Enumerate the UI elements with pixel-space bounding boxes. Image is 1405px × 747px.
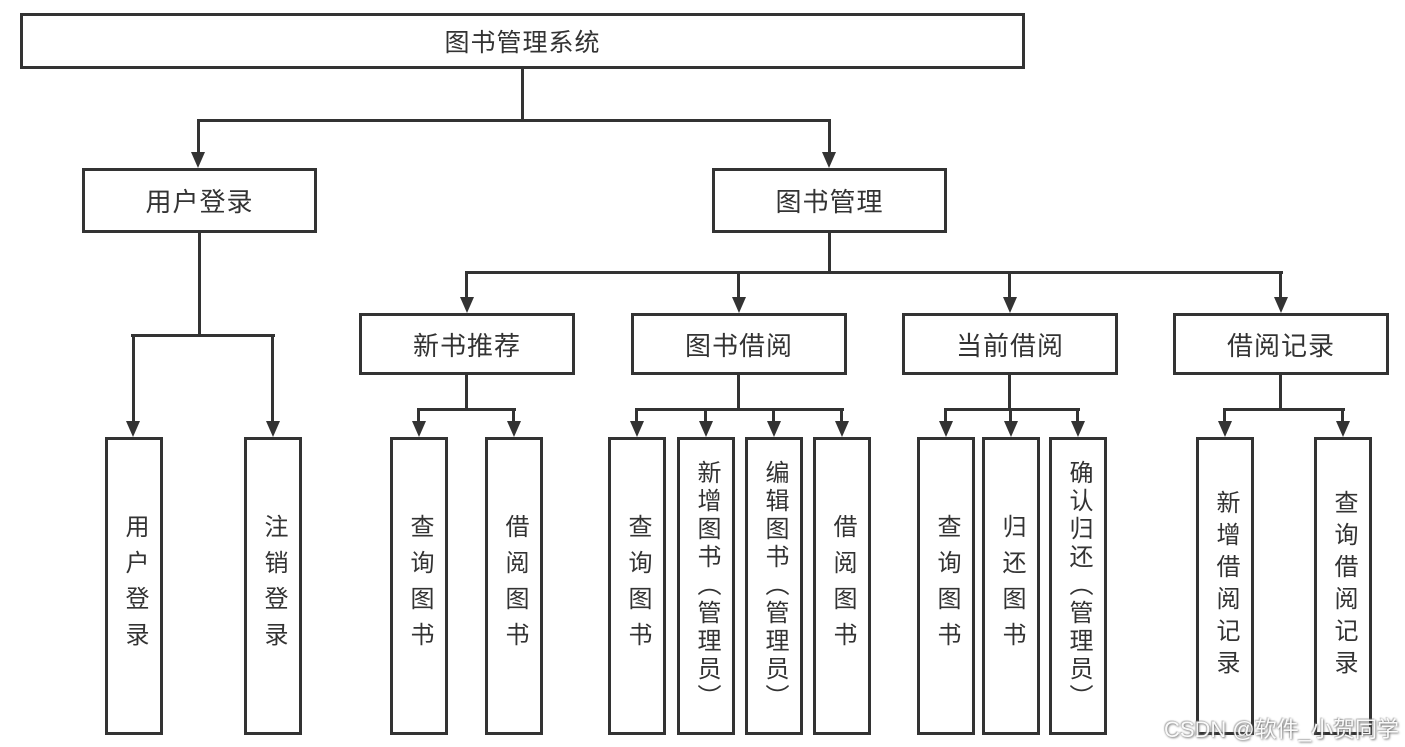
node-current-borrowing: 当前借阅 — [902, 313, 1118, 375]
arrowhead-down-icon — [1003, 297, 1017, 313]
connector-line — [132, 334, 135, 422]
connector-line — [271, 334, 274, 422]
connector-line — [512, 408, 515, 422]
node-label: 图书管理 — [775, 187, 884, 217]
connector-line — [417, 408, 516, 411]
arrowhead-down-icon — [126, 421, 140, 437]
arrowhead-down-icon — [1336, 421, 1350, 437]
node-label: 确认归还（管理员） — [1065, 460, 1092, 712]
connector-line — [1279, 375, 1282, 410]
node-book-borrowing: 图书借阅 — [631, 313, 847, 375]
leaf-add-borrow-record: 新增借阅记录 — [1196, 437, 1254, 735]
node-label: 编辑图书（管理员） — [761, 460, 788, 712]
leaf-query-books-borrowing: 查询图书 — [608, 437, 666, 735]
connector-line — [1076, 408, 1079, 422]
connector-line — [521, 69, 524, 121]
node-label: 注销登录 — [260, 514, 287, 658]
connector-line — [828, 233, 831, 273]
arrowhead-down-icon — [460, 297, 474, 313]
arrowhead-down-icon — [507, 421, 521, 437]
connector-line — [1009, 408, 1012, 422]
node-label: 查询借阅记录 — [1330, 490, 1357, 682]
arrowhead-down-icon — [835, 421, 849, 437]
node-label: 图书管理系统 — [444, 29, 601, 57]
connector-line — [737, 271, 740, 299]
node-user-login: 用户登录 — [82, 168, 317, 233]
connector-line — [1341, 408, 1344, 422]
arrowhead-down-icon — [767, 421, 781, 437]
connector-line — [944, 408, 1080, 411]
node-label: 新增借阅记录 — [1212, 490, 1239, 682]
arrowhead-down-icon — [1071, 421, 1085, 437]
arrowhead-down-icon — [699, 421, 713, 437]
connector-line — [465, 271, 468, 299]
connector-line — [704, 408, 707, 422]
node-label: 借阅记录 — [1226, 330, 1335, 361]
connector-line — [828, 119, 831, 153]
node-label: 用户登录 — [145, 187, 254, 217]
arrowhead-down-icon — [412, 421, 426, 437]
node-label: 借阅图书 — [501, 514, 528, 658]
node-label: 新增图书（管理员） — [693, 460, 720, 712]
connector-line — [1008, 375, 1011, 410]
leaf-user-login: 用户登录 — [105, 437, 163, 735]
leaf-query-borrow-record: 查询借阅记录 — [1314, 437, 1372, 735]
node-label: 图书借阅 — [684, 330, 793, 361]
leaf-confirm-return-admin: 确认归还（管理员） — [1049, 437, 1107, 735]
connector-line — [465, 271, 1283, 274]
node-borrowing-records: 借阅记录 — [1173, 313, 1389, 375]
csdn-watermark: CSDN @软件_小贺同学 — [1163, 717, 1399, 742]
connector-line — [131, 334, 275, 337]
arrowhead-down-icon — [191, 152, 205, 168]
connector-line — [772, 408, 775, 422]
node-label: 归还图书 — [998, 514, 1025, 658]
arrowhead-down-icon — [266, 421, 280, 437]
connector-line — [1223, 408, 1226, 422]
arrowhead-down-icon — [1218, 421, 1232, 437]
leaf-borrow-books: 借阅图书 — [813, 437, 871, 735]
node-label: 当前借阅 — [955, 330, 1064, 361]
connector-line — [1279, 271, 1282, 299]
leaf-logout: 注销登录 — [244, 437, 302, 735]
arrowhead-down-icon — [1274, 297, 1288, 313]
connector-line — [737, 375, 740, 410]
node-label: 查询图书 — [406, 514, 433, 658]
connector-line — [944, 408, 947, 422]
connector-line — [1008, 271, 1011, 299]
arrowhead-down-icon — [939, 421, 953, 437]
node-book-management: 图书管理 — [712, 168, 947, 233]
connector-line — [465, 375, 468, 410]
connector-line — [197, 119, 831, 122]
leaf-return-books: 归还图书 — [982, 437, 1040, 735]
node-library-management-system: 图书管理系统 — [20, 13, 1025, 69]
connector-line — [635, 408, 844, 411]
arrowhead-down-icon — [630, 421, 644, 437]
node-new-book-recommendation: 新书推荐 — [359, 313, 575, 375]
arrowhead-down-icon — [732, 297, 746, 313]
leaf-edit-books-admin: 编辑图书（管理员） — [745, 437, 803, 735]
connector-line — [840, 408, 843, 422]
node-label: 新书推荐 — [412, 330, 521, 361]
node-label: 查询图书 — [624, 514, 651, 658]
leaf-borrow-books-recommend: 借阅图书 — [485, 437, 543, 735]
node-label: 借阅图书 — [829, 514, 856, 658]
leaf-query-books-current: 查询图书 — [917, 437, 975, 735]
connector-line — [635, 408, 638, 422]
connector-line — [198, 233, 201, 336]
arrowhead-down-icon — [1004, 421, 1018, 437]
arrowhead-down-icon — [822, 152, 836, 168]
node-label: 用户登录 — [121, 514, 148, 658]
connector-line — [1223, 408, 1345, 411]
connector-line — [197, 119, 200, 153]
connector-line — [417, 408, 420, 422]
node-label: 查询图书 — [933, 514, 960, 658]
leaf-query-books-recommend: 查询图书 — [390, 437, 448, 735]
leaf-add-books-admin: 新增图书（管理员） — [677, 437, 735, 735]
